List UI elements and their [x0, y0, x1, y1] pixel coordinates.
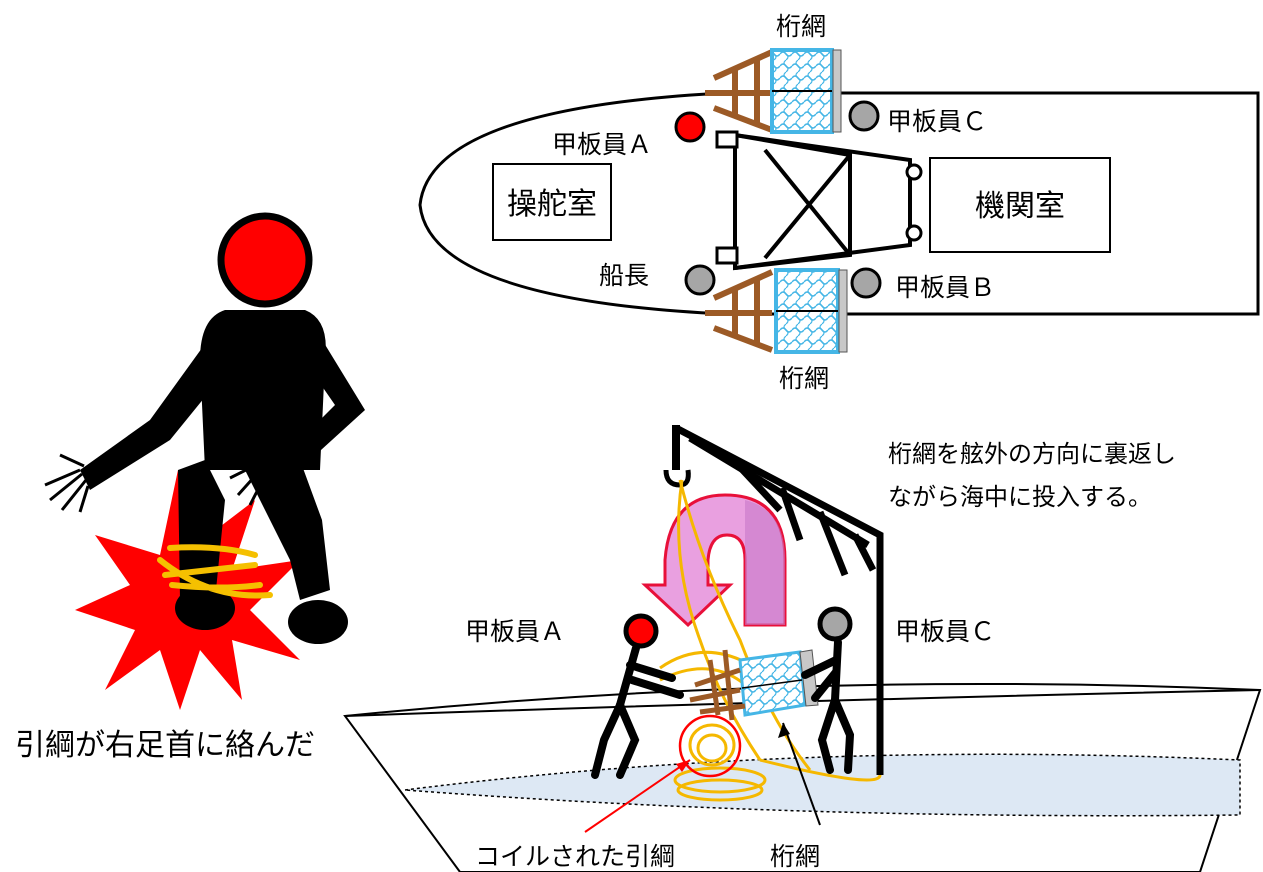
captain-label: 船長	[599, 261, 649, 290]
deckhand-a-label: 甲板員Ａ	[552, 130, 652, 159]
side-view: 甲板員Ａ 甲板員Ｃ 桁網を舷外の方向に裏返し ながら海中に投入する。 コイルされ…	[343, 424, 1262, 872]
net-pointer	[782, 722, 821, 826]
derrick	[663, 424, 884, 775]
accident-caption: 引綱が右足首に絡んだ	[15, 728, 315, 763]
side-beam-net	[689, 649, 819, 721]
deck-floor	[404, 753, 1241, 817]
side-beam-net-label: 桁網	[770, 842, 820, 871]
beam-net-top-label: 桁網	[776, 12, 826, 41]
beam-net-top: 桁網	[705, 12, 842, 134]
accident-figure: 引綱が右足首に絡んだ	[15, 212, 365, 763]
engine-room-box: 機関室	[929, 157, 1111, 253]
captain-marker	[684, 264, 716, 296]
deckhand-b-marker	[850, 267, 882, 299]
beam-frame	[715, 130, 923, 271]
deckhand-b-label: 甲板員Ｂ	[895, 273, 995, 302]
note-line-1: 桁網を舷外の方向に裏返し	[888, 440, 1176, 468]
tangled-rope	[157, 544, 273, 599]
coiled-rope-label: コイルされた引綱	[475, 842, 675, 871]
deckhand-c-label: 甲板員Ｃ	[887, 107, 987, 136]
side-deckhand-a-label: 甲板員Ａ	[465, 617, 565, 646]
engine-room-label: 機関室	[975, 189, 1065, 224]
coil-pointer	[584, 759, 691, 833]
hull-outline	[418, 91, 1260, 316]
deckhand-c-marker	[848, 100, 880, 132]
deckhand-a-marker	[674, 111, 706, 143]
side-deckhand-c	[801, 606, 855, 774]
beam-net-bottom: 桁網	[705, 268, 848, 393]
beam-net-bottom-label: 桁網	[779, 364, 829, 393]
side-deckhand-c-label: 甲板員Ｃ	[895, 617, 995, 646]
top-view: 操舵室 機関室 桁網	[418, 12, 1260, 393]
victim-head	[217, 212, 313, 308]
victim-silhouette	[44, 212, 365, 644]
coil-highlight	[678, 714, 742, 778]
side-deckhand-a	[591, 613, 684, 779]
note-line-2: ながら海中に投入する。	[888, 483, 1152, 511]
bridge-box: 操舵室	[492, 163, 612, 241]
bridge-label: 操舵室	[507, 187, 597, 222]
